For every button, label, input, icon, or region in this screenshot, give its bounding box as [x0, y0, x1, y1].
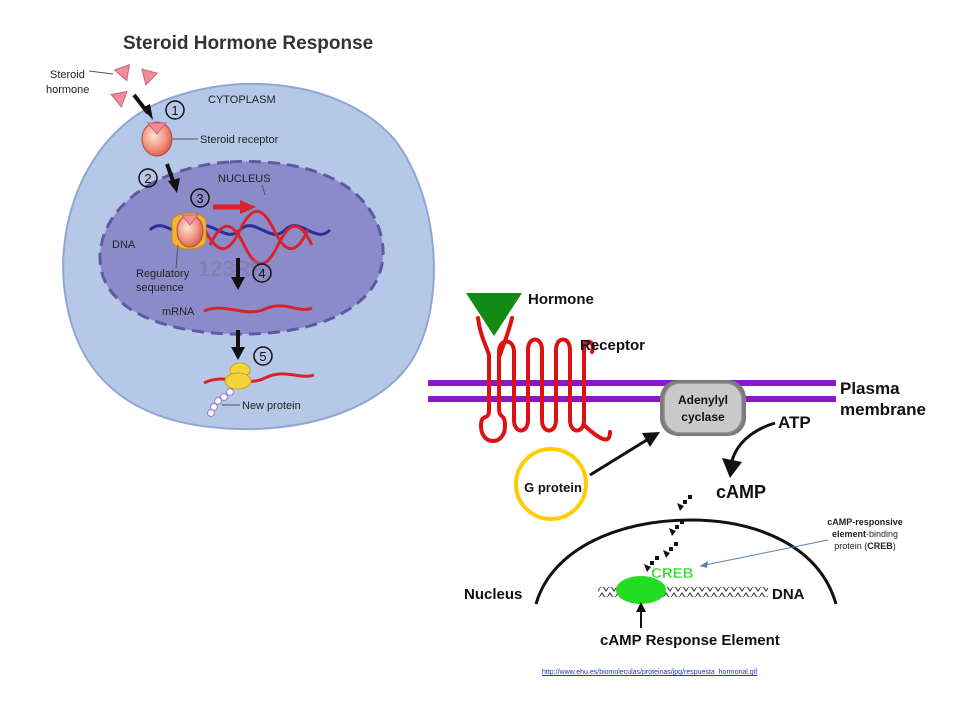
- nuclear-envelope: [534, 518, 838, 605]
- bound-hormone: [146, 122, 168, 135]
- response-element-label: cAMP Response Element: [600, 632, 780, 649]
- steroid-hormone-molecule: [110, 91, 128, 108]
- step5-arrowhead: [231, 347, 245, 360]
- step1-number: 1: [171, 103, 178, 118]
- leader-line: [175, 244, 179, 269]
- leader-line: [88, 70, 114, 75]
- creb-annotation-line1: cAMP-responsive: [827, 517, 903, 527]
- atp-arrow: [729, 421, 776, 466]
- creb-annotation: cAMP-responsive element-binding protein …: [806, 516, 924, 552]
- step4-arrowhead: [231, 277, 245, 290]
- steroid-panel-title: Steroid Hormone Response: [123, 33, 373, 54]
- hormone-label: Hormone: [528, 291, 594, 308]
- step2-arrowhead: [168, 178, 180, 193]
- creb-annotation-arrowhead: [700, 561, 708, 568]
- camp-diffusion-arrows: [644, 495, 692, 572]
- receptor-serpentine: [476, 316, 595, 443]
- step3-circle: [190, 188, 210, 208]
- dna-strand-red-2: [203, 209, 310, 251]
- creb-protein: [616, 576, 666, 604]
- regulatory-label-line1: Regulatory: [136, 268, 190, 280]
- new-protein-label: New protein: [242, 400, 301, 412]
- step1-circle: [165, 100, 185, 120]
- ribosome-bottom: [224, 372, 252, 390]
- camp-label: cAMP: [716, 482, 766, 502]
- membrane-outer-layer: [428, 380, 836, 386]
- adenylyl-cyclase-label-line2: cyclase: [681, 410, 725, 424]
- creb-annotation-binding: -binding: [865, 529, 899, 539]
- transcription-arrowhead: [240, 200, 256, 214]
- creb-annotation-leader: [699, 539, 829, 567]
- step5-number: 5: [259, 349, 266, 364]
- adenylyl-cyclase: [663, 382, 743, 434]
- adenylyl-cyclase-label-line1: Adenylyl: [678, 393, 728, 407]
- leader-line: [261, 184, 266, 196]
- membrane-inner-layer: [428, 396, 836, 402]
- steroid-hormone-molecule: [113, 63, 131, 82]
- steroid-receptor-label: Steroid receptor: [200, 134, 279, 146]
- regulatory-label-line2: sequence: [136, 282, 184, 294]
- nucleus-label: NUCLEUS: [218, 173, 271, 185]
- cytoplasm-label: CYTOPLASM: [208, 94, 276, 106]
- mrna-translated: [203, 372, 315, 385]
- hormone-triangle: [466, 293, 522, 336]
- source-link[interactable]: http://www.ehu.es/biomoleculas/proteinas…: [542, 669, 758, 676]
- mrna-label: mRNA: [162, 306, 195, 318]
- camp-panel: Plasma membrane Hormone Receptor Adenyly…: [428, 291, 926, 649]
- bound-hormone: [180, 214, 200, 226]
- receptor-tail: [582, 423, 612, 442]
- step2-circle: [138, 168, 158, 188]
- nucleus-label: Nucleus: [464, 586, 522, 603]
- receptor-label: Receptor: [580, 337, 645, 354]
- dna-label: DNA: [112, 239, 136, 251]
- step5-circle: [253, 346, 273, 366]
- response-element-arrowhead: [636, 602, 646, 612]
- step2-number: 2: [144, 171, 151, 186]
- creb-annotation-element: element: [831, 529, 866, 539]
- g-protein-label: G protein: [524, 480, 582, 495]
- steroid-hormone-label-line2: hormone: [46, 84, 89, 96]
- steroid-panel: Steroid Hormone Response Steroid hormone…: [46, 22, 447, 434]
- creb-label: CREB: [651, 565, 694, 582]
- g-protein-arrow: [589, 436, 651, 477]
- mrna-strand: [203, 304, 313, 314]
- plasma-membrane-label-line1: Plasma: [840, 379, 900, 398]
- g-protein-arrowhead: [642, 432, 660, 447]
- creb-annotation-close: ): [892, 541, 896, 551]
- new-protein-chain: [206, 387, 235, 418]
- step4-circle: [252, 263, 272, 283]
- step4-number: 4: [258, 266, 265, 281]
- steroid-hormone-molecule: [141, 68, 159, 86]
- atp-label: ATP: [778, 413, 811, 432]
- atp-arrowhead: [722, 458, 742, 478]
- creb-annotation-creb: CREB: [867, 541, 893, 551]
- nucleus-envelope: [98, 160, 385, 336]
- dna-label: DNA: [772, 586, 805, 603]
- g-protein: [514, 447, 588, 521]
- step1-arrowhead: [142, 104, 153, 120]
- plasma-membrane-label-line2: membrane: [840, 400, 926, 419]
- step3-number: 3: [196, 191, 203, 206]
- receptor-extracellular-arm: [498, 316, 514, 357]
- dna-strand: [598, 587, 768, 597]
- creb-annotation-protein: protein (: [834, 541, 868, 551]
- steroid-hormone-label-line1: Steroid: [50, 69, 85, 81]
